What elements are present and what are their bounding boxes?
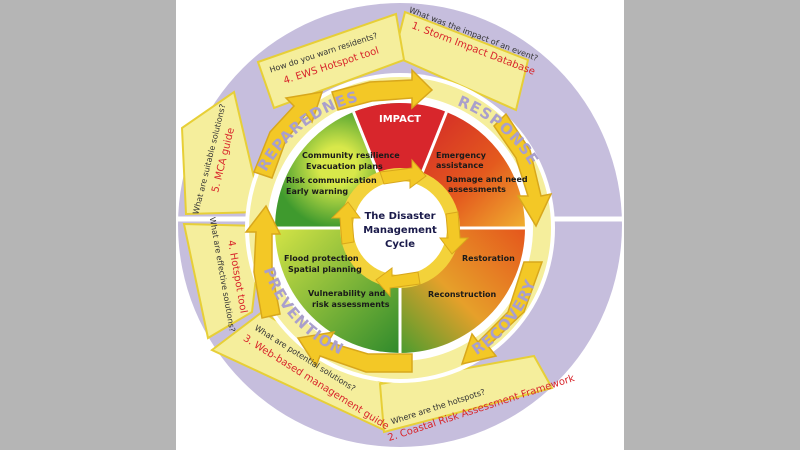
arrow-down-icon <box>493 112 553 228</box>
activity-label: Early warning <box>286 187 348 196</box>
center-arrows <box>330 158 470 298</box>
center-title-line1: The Disaster <box>364 211 435 222</box>
activity-label: Risk communication <box>286 176 377 185</box>
activity-label: Community resilience <box>302 151 400 160</box>
activities-recovery: Restoration Reconstruction <box>428 254 515 299</box>
activity-label: Damage and need <box>446 175 528 184</box>
tool-band-hotspot <box>182 222 264 340</box>
center-circle <box>353 181 447 275</box>
activity-label: Reconstruction <box>428 290 497 299</box>
arrow-right-icon <box>379 158 427 189</box>
tool-band-ews <box>256 12 406 110</box>
activity-label: assessments <box>448 185 506 194</box>
activities-prevention: Flood protection Spatial planning Vulner… <box>284 254 390 309</box>
activities-response: Emergency assistance Damage and need ass… <box>436 151 528 194</box>
arrow-up-icon <box>330 201 361 245</box>
arrow-right-icon <box>331 68 434 111</box>
center-title-line3: Cycle <box>385 239 415 250</box>
activity-label: risk assessments <box>312 300 390 309</box>
sector-impact <box>353 102 447 228</box>
activity-label: Restoration <box>462 254 515 263</box>
arrow-left-icon <box>296 330 413 373</box>
center-title-line2: Management <box>363 225 437 236</box>
arrow-down-left-icon <box>460 261 544 366</box>
activity-label: assistance <box>436 161 484 170</box>
activity-label: Emergency <box>436 151 487 160</box>
activities-preparedness: Community resilience Evacuation plans Ri… <box>286 151 400 196</box>
activity-label: Flood protection <box>284 254 359 263</box>
arrow-down-icon <box>439 211 470 255</box>
arrow-up-icon <box>244 204 282 319</box>
activity-label: Evacuation plans <box>306 162 383 171</box>
cycle-arrows <box>244 68 553 373</box>
arrow-up-right-icon <box>253 91 324 179</box>
activity-label: Vulnerability and <box>308 289 386 298</box>
tool-band-coastal <box>378 354 554 434</box>
arrow-left-icon <box>375 267 421 298</box>
phase-label-impact: IMPACT <box>379 114 421 125</box>
activity-label: Spatial planning <box>288 265 362 274</box>
